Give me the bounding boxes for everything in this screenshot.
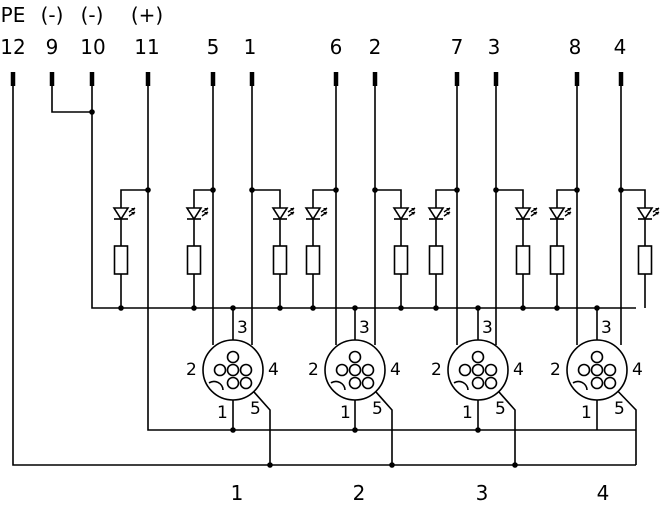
c2-pin-right: 4: [390, 360, 401, 380]
c4-pin-right: 4: [632, 360, 643, 380]
terminal-number-11: 11: [134, 35, 159, 59]
resistors: [113, 245, 653, 275]
terminal-number-8: 8: [569, 35, 582, 59]
port-labels: 1 2 3 4: [231, 481, 610, 505]
c3-pin-top: 3: [482, 318, 493, 338]
c4-pin-bottom: 1: [581, 403, 592, 423]
terminal-number-5: 5: [207, 35, 220, 59]
terminal-number-6: 6: [330, 35, 343, 59]
terminal-labels: PE (-) (-) (+) 12 9 10 11 5 1 6 2 7 3 8 …: [0, 3, 626, 59]
terminal-number-10: 10: [80, 35, 105, 59]
c2-pin-left: 2: [308, 360, 319, 380]
wiring: [12, 86, 646, 466]
c1-pin-right: 4: [268, 360, 279, 380]
c1-pin-top: 3: [237, 318, 248, 338]
connector-3: [447, 339, 509, 401]
port-label-2: 2: [353, 481, 366, 505]
terminal-number-2: 2: [369, 35, 382, 59]
terminal-number-7: 7: [451, 35, 464, 59]
junction-dots: [89, 109, 624, 468]
c2-pin-top: 3: [359, 318, 370, 338]
connector-2: [324, 339, 386, 401]
c2-pin-bottom-right: 5: [372, 399, 383, 419]
c1-pin-bottom-right: 5: [250, 399, 261, 419]
c3-pin-right: 4: [513, 360, 524, 380]
port-label-1: 1: [231, 481, 244, 505]
terminal-number-9: 9: [46, 35, 59, 59]
terminal-number-12: 12: [0, 35, 25, 59]
terminal-polarity-9: (-): [41, 3, 64, 27]
port-label-4: 4: [597, 481, 610, 505]
port-label-3: 3: [476, 481, 489, 505]
connector-4: [566, 339, 628, 401]
terminal-pins: [10, 72, 624, 86]
terminal-number-3: 3: [488, 35, 501, 59]
terminal-number-4: 4: [614, 35, 627, 59]
c4-pin-left: 2: [550, 360, 561, 380]
c3-pin-bottom-right: 5: [495, 399, 506, 419]
c4-pin-bottom-right: 5: [614, 399, 625, 419]
c2-pin-bottom: 1: [340, 403, 351, 423]
connector-pin-labels: 3 2 4 1 5 3 2 4 1 5 3 2 4 1 5 3 2 4 1 5: [186, 318, 643, 423]
terminal-polarity-pe: PE: [1, 3, 26, 27]
connector-1: [202, 339, 264, 401]
c3-pin-bottom: 1: [462, 403, 473, 423]
terminal-polarity-10: (-): [81, 3, 104, 27]
terminal-number-1: 1: [244, 35, 257, 59]
c1-pin-bottom: 1: [217, 403, 228, 423]
c3-pin-left: 2: [431, 360, 442, 380]
c1-pin-left: 2: [186, 360, 197, 380]
c4-pin-top: 3: [601, 318, 612, 338]
terminal-polarity-11: (+): [131, 3, 163, 27]
